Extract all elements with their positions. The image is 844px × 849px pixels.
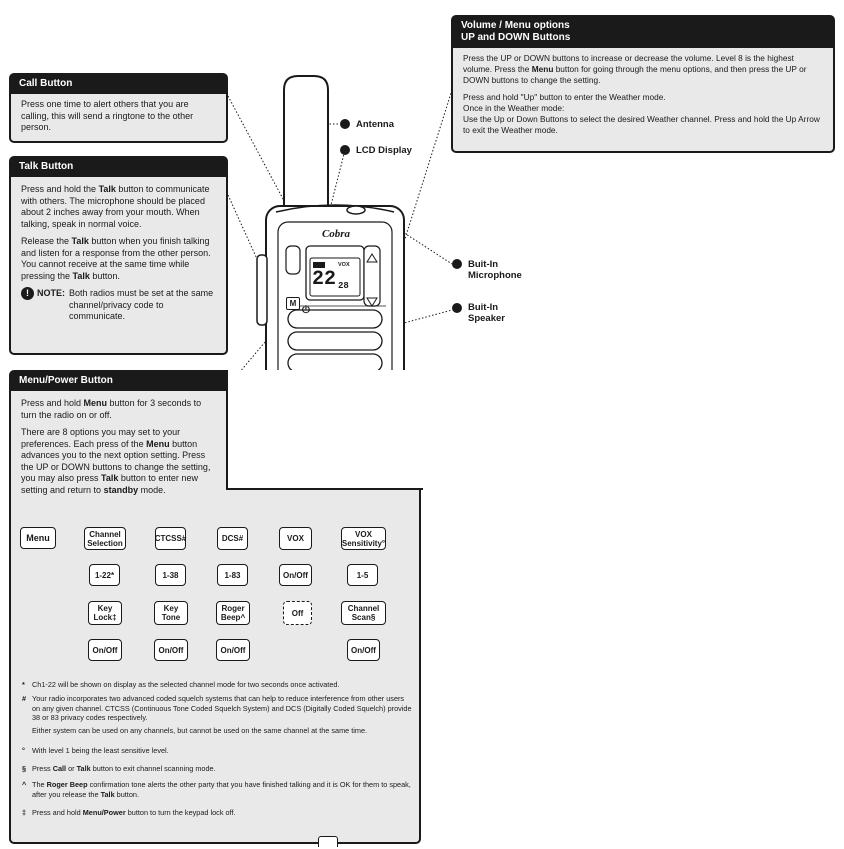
flow-channel-scan: Channel Scan§ bbox=[341, 601, 386, 625]
footnote-4: §Press Call or Talk button to exit chann… bbox=[22, 764, 216, 773]
lcd-channel: 22 bbox=[312, 268, 337, 291]
volume-p1: Press the UP or DOWN buttons to increase… bbox=[463, 53, 807, 85]
flow-range-ctcss: 1-38 bbox=[155, 564, 186, 586]
flow-roger-beep: Roger Beep^ bbox=[216, 601, 250, 625]
mic-dot bbox=[452, 259, 462, 269]
flow-onoff-roger: On/Off bbox=[216, 639, 250, 661]
call-panel-title: Call Button bbox=[11, 75, 226, 94]
flow-onoff-keylock: On/Off bbox=[88, 639, 122, 661]
talk-button-side bbox=[256, 254, 268, 326]
flow-menu: Menu bbox=[20, 527, 56, 549]
flow-key-tone: Key Tone bbox=[154, 601, 188, 625]
menu-p2: There are 8 options you may set to your … bbox=[21, 427, 211, 495]
lcd-label: LCD Display bbox=[356, 145, 412, 156]
call-button-panel: Call Button Press one time to alert othe… bbox=[9, 73, 228, 143]
volume-p3: Once in the Weather mode: bbox=[463, 103, 565, 113]
speaker-dot bbox=[452, 303, 462, 313]
brand-logo: Cobra bbox=[321, 228, 351, 240]
talk-p2: Release the Talk button when you finish … bbox=[21, 236, 211, 281]
lcd-dot bbox=[340, 145, 350, 155]
note-icon: ! bbox=[21, 287, 34, 300]
flow-ctcss: CTCSS# bbox=[155, 527, 186, 550]
flow-key-lock: Key Lock‡ bbox=[88, 601, 122, 625]
lcd-code: 28 bbox=[338, 281, 349, 291]
flow-vox-onoff: On/Off bbox=[279, 564, 312, 586]
flow-vox: VOX bbox=[279, 527, 312, 550]
volume-p4: Use the Up or Down Buttons to select the… bbox=[463, 114, 820, 135]
talk-button-panel: Talk Button Press and hold the Talk butt… bbox=[9, 156, 228, 355]
call-panel-body: Press one time to alert others that you … bbox=[21, 99, 194, 132]
volume-p2: Press and hold "Up" button to enter the … bbox=[463, 92, 666, 102]
flow-onoff-keytone: On/Off bbox=[154, 639, 188, 661]
flow-dcs: DCS# bbox=[217, 527, 248, 550]
antenna-label: Antenna bbox=[356, 119, 394, 130]
volume-panel-title: Volume / Menu options UP and DOWN Button… bbox=[453, 17, 833, 48]
flow-channel-selection: Channel Selection bbox=[84, 527, 126, 550]
footnote-2: #Your radio incorporates two advanced co… bbox=[22, 694, 412, 735]
volume-menu-panel: Volume / Menu options UP and DOWN Button… bbox=[451, 15, 835, 153]
antenna bbox=[283, 75, 329, 210]
flow-range-channel: 1-22* bbox=[89, 564, 120, 586]
menu-p1: Press and hold Menu button for 3 seconds… bbox=[21, 398, 202, 420]
footnote-6: ‡Press and hold Menu/Power button to tur… bbox=[22, 808, 236, 817]
flow-vox-sensitivity: VOX Sensitivity° bbox=[341, 527, 386, 550]
lcd-vox: VOX bbox=[338, 262, 350, 268]
footnote-3: °With level 1 being the least sensitive … bbox=[22, 746, 169, 755]
antenna-dot bbox=[340, 119, 350, 129]
talk-p1: Press and hold the Talk button to commun… bbox=[21, 184, 210, 229]
flow-range-vox-sens: 1-5 bbox=[347, 564, 378, 586]
flow-onoff-scan: On/Off bbox=[347, 639, 380, 661]
flow-range-dcs: 1-83 bbox=[217, 564, 248, 586]
flow-off: Off bbox=[283, 601, 312, 625]
footnote-5: ^The Roger Beep confirmation tone alerts… bbox=[22, 780, 411, 799]
menu-key[interactable]: M bbox=[286, 297, 300, 310]
talk-note: ! NOTE: Both radios must be set at the s… bbox=[21, 287, 216, 323]
talk-panel-title: Talk Button bbox=[11, 158, 226, 177]
footnote-1: *Ch1-22 will be shown on display as the … bbox=[22, 680, 340, 689]
power-icon: ⏻ bbox=[302, 305, 310, 316]
